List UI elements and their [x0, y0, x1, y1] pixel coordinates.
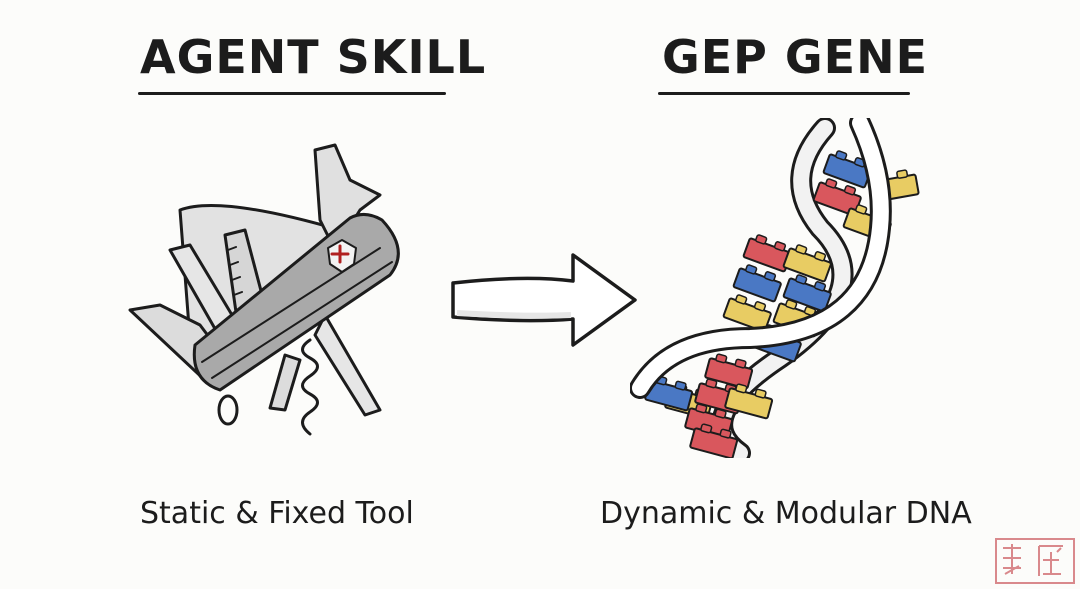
dna-helix-icon	[630, 118, 920, 458]
right-arrow-icon	[451, 253, 637, 347]
agent-skill-title: AGENT SKILL	[140, 30, 487, 84]
gep-gene-underline	[658, 92, 910, 95]
swiss-army-knife-icon	[128, 143, 400, 436]
seal-stamp-icon	[995, 538, 1075, 584]
agent-skill-caption: Static & Fixed Tool	[140, 496, 414, 531]
gep-gene-title: GEP GENE	[662, 30, 929, 84]
gep-gene-caption: Dynamic & Modular DNA	[600, 496, 972, 531]
agent-skill-underline	[138, 92, 446, 95]
